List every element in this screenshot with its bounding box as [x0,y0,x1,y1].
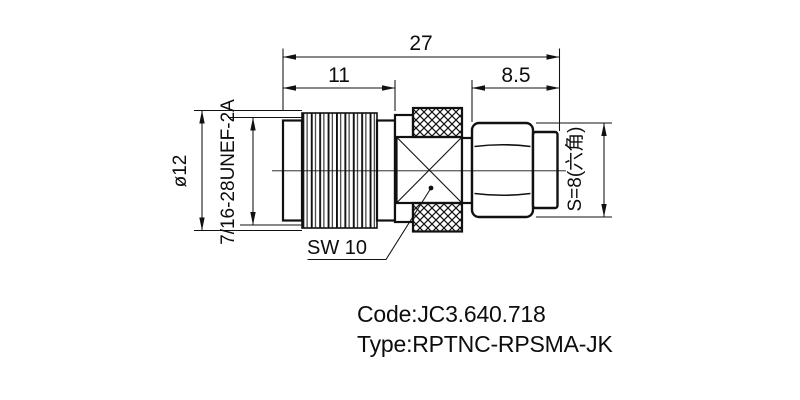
arrow-11-right [382,85,395,91]
arrow-thread-bottom [250,212,256,225]
sma-end-cylinder [531,130,559,210]
note-type: Type:RPTNC-RPSMA-JK [357,331,613,357]
arrow-85-right [546,85,560,91]
arrow-27-right [546,54,560,60]
dim-label-diameter: ø12 [170,155,191,188]
arrow-hex-bottom [601,204,607,217]
dim-label-spanner-width: SW 10 [307,237,367,259]
arrow-hex-top [601,123,607,136]
dim-label-sma-length: 8.5 [501,64,530,87]
arrow-thread-top [250,117,256,131]
dim-label-tnc-length: 11 [328,64,350,87]
arrow-85-left [472,85,485,91]
arrow-11-left [283,85,296,91]
arrow-dia12-bottom [199,217,205,231]
knurl-bottom [411,201,464,233]
knurl-top [411,106,464,139]
arrow-27-left [283,54,296,60]
sma-hex-body [470,121,535,219]
note-code: Code:JC3.640.718 [357,301,546,327]
flat-x-marking [396,136,463,204]
dim-label-hex-size: S=8(六角) [564,127,586,212]
dim-label-thread-spec: 7/16-28UNEF-2A [218,99,239,245]
sw10-leader-line [307,187,432,261]
hex-flat-edge-bottom [474,192,531,197]
dim-label-overall-length: 27 [409,32,432,55]
hex-flat-edge-top [474,143,531,148]
arrow-dia12-top [199,110,205,124]
